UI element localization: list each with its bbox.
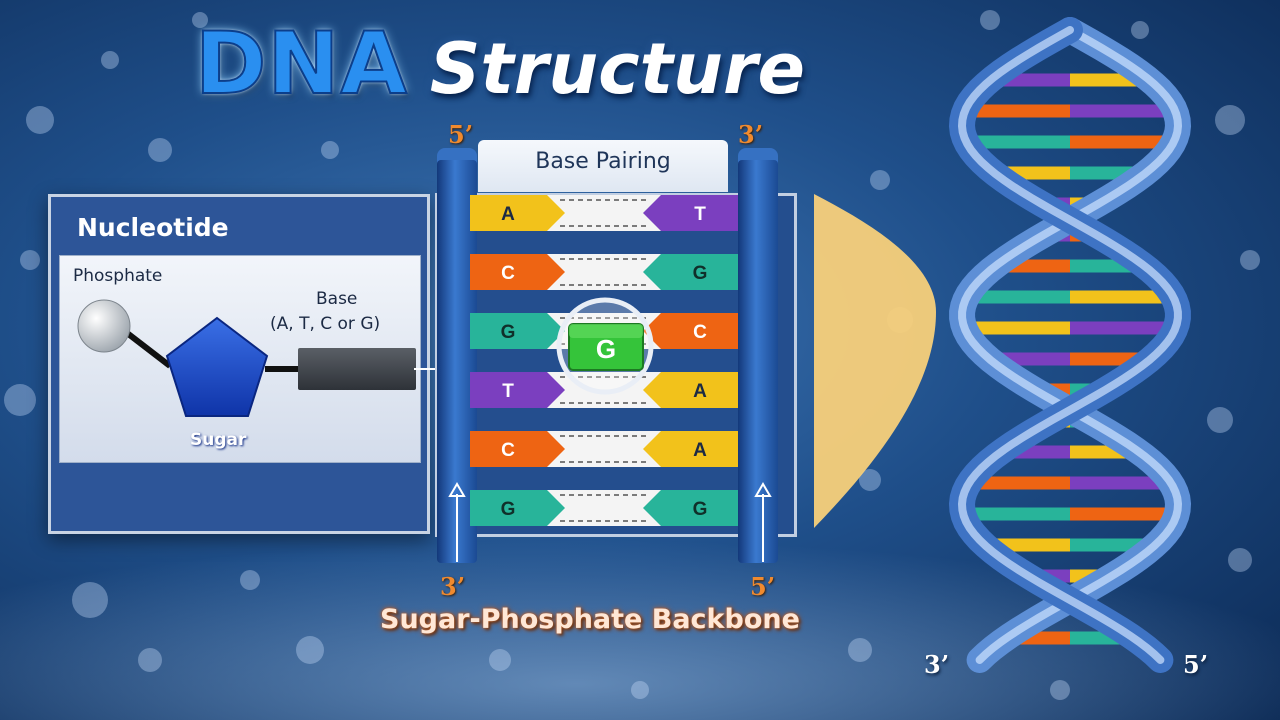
base-label: Base [316, 289, 358, 309]
highlight-magnifier: G [556, 297, 654, 395]
base-pairing-title: Base Pairing [535, 149, 671, 174]
page-title: DNA Structure [194, 13, 805, 115]
left-base-block [470, 254, 565, 290]
helix-strand-b-highlight [957, 26, 1182, 664]
title-structure: Structure [429, 28, 805, 110]
left-direction-arrow [448, 482, 466, 562]
right-base-letter: G [693, 263, 708, 284]
right-base-letter: G [693, 499, 708, 520]
left-base-letter: A [501, 204, 515, 225]
helix-bottom-right-end: 5’ [1183, 650, 1209, 679]
right-base-letter: C [693, 322, 707, 343]
ladder-top-left-end: 5’ [448, 120, 474, 149]
nucleotide-diagram-area: Phosphate Base (A, T, C or G) Sugar [59, 255, 421, 463]
ladder-bottom-left-end: 3’ [440, 572, 466, 601]
left-base-block [470, 372, 565, 408]
left-base-letter: G [501, 499, 516, 520]
left-base-letter: T [502, 381, 514, 402]
nucleotide-diagram [77, 299, 416, 417]
helix-bottom-left-end: 3’ [924, 650, 950, 679]
right-base-letter: A [693, 381, 707, 402]
phosphate-label: Phosphate [73, 266, 163, 286]
right-base-block [643, 195, 738, 231]
nucleotide-panel: Nucleotide Pho [48, 194, 430, 534]
left-base-letter: C [501, 263, 515, 284]
helix-strand-a-highlight [958, 26, 1183, 664]
base-block [298, 348, 416, 390]
left-base-block [470, 195, 565, 231]
base-options-label: (A, T, C or G) [270, 314, 381, 334]
sugar-label: Sugar [190, 430, 247, 450]
ladder-top-right-end: 3’ [738, 120, 764, 149]
left-base-block [470, 490, 565, 526]
nucleotide-title: Nucleotide [77, 213, 229, 242]
sugar-pentagon [165, 316, 269, 417]
left-base-block [470, 431, 565, 467]
right-base-letter: A [693, 440, 707, 461]
left-base-block [470, 313, 565, 349]
highlight-base-letter: G [596, 334, 616, 364]
phosphate-sphere [77, 299, 131, 353]
zoom-connector [814, 194, 936, 528]
right-base-block [643, 313, 738, 349]
right-base-block [643, 490, 738, 526]
right-base-block [643, 254, 738, 290]
title-dna: DNA [194, 13, 408, 115]
right-base-block [643, 431, 738, 467]
left-base-letter: G [501, 322, 516, 343]
right-direction-arrow [754, 482, 772, 562]
base-pairing-header: Base Pairing [478, 140, 728, 192]
right-base-letter: T [694, 204, 706, 225]
double-helix [948, 17, 1192, 673]
sugar-phosphate-backbone-label: Sugar-Phosphate Backbone [380, 604, 800, 635]
left-base-letter: C [501, 440, 515, 461]
ladder-bottom-right-end: 5’ [750, 572, 776, 601]
right-base-block [643, 372, 738, 408]
